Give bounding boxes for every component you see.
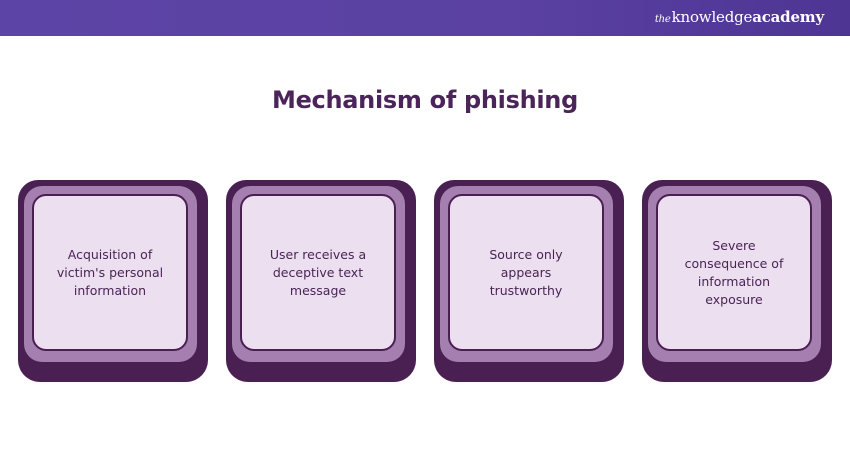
card-text-line: deceptive text <box>272 264 364 280</box>
header-bar: theknowledgeacademy <box>0 0 850 36</box>
brand-logo: theknowledgeacademy <box>655 8 824 26</box>
card-text-line: appears <box>500 264 552 280</box>
card-text-line: trustworthy <box>489 282 563 298</box>
card-inner-panel: Source only appears trustworthy <box>448 194 604 351</box>
card-text-line: Acquisition of <box>67 246 153 262</box>
card-text: Source only appears trustworthy <box>481 246 570 300</box>
card-text-line: Severe <box>712 237 756 253</box>
card-inner-panel: User receives a deceptive text message <box>240 194 396 351</box>
step-card-acquisition: Acquisition of victim's personal informa… <box>18 180 208 382</box>
card-text-line: victim's personal <box>56 264 164 280</box>
card-text-line: information <box>73 282 147 298</box>
card-inner-panel: Acquisition of victim's personal informa… <box>32 194 188 351</box>
card-text: User receives a deceptive text message <box>262 246 374 300</box>
step-card-deceptive-message: User receives a deceptive text message <box>226 180 416 382</box>
card-text: Acquisition of victim's personal informa… <box>49 246 171 300</box>
card-text-line: Source only <box>489 246 563 262</box>
card-text-line: information <box>697 273 771 289</box>
card-text-line: exposure <box>705 291 763 307</box>
card-text-line: User receives a <box>269 246 367 262</box>
page-title: Mechanism of phishing <box>272 86 578 114</box>
card-text: Severe consequence of information exposu… <box>677 237 792 309</box>
step-card-consequence: Severe consequence of information exposu… <box>642 180 832 382</box>
brand-logo-prefix: the <box>654 14 671 25</box>
card-inner-panel: Severe consequence of information exposu… <box>656 194 812 351</box>
brand-logo-main: knowledge <box>671 8 753 26</box>
brand-logo-bold: academy <box>752 8 824 26</box>
step-card-trustworthy-source: Source only appears trustworthy <box>434 180 624 382</box>
card-text-line: message <box>289 282 347 298</box>
card-text-line: consequence of <box>684 255 784 271</box>
